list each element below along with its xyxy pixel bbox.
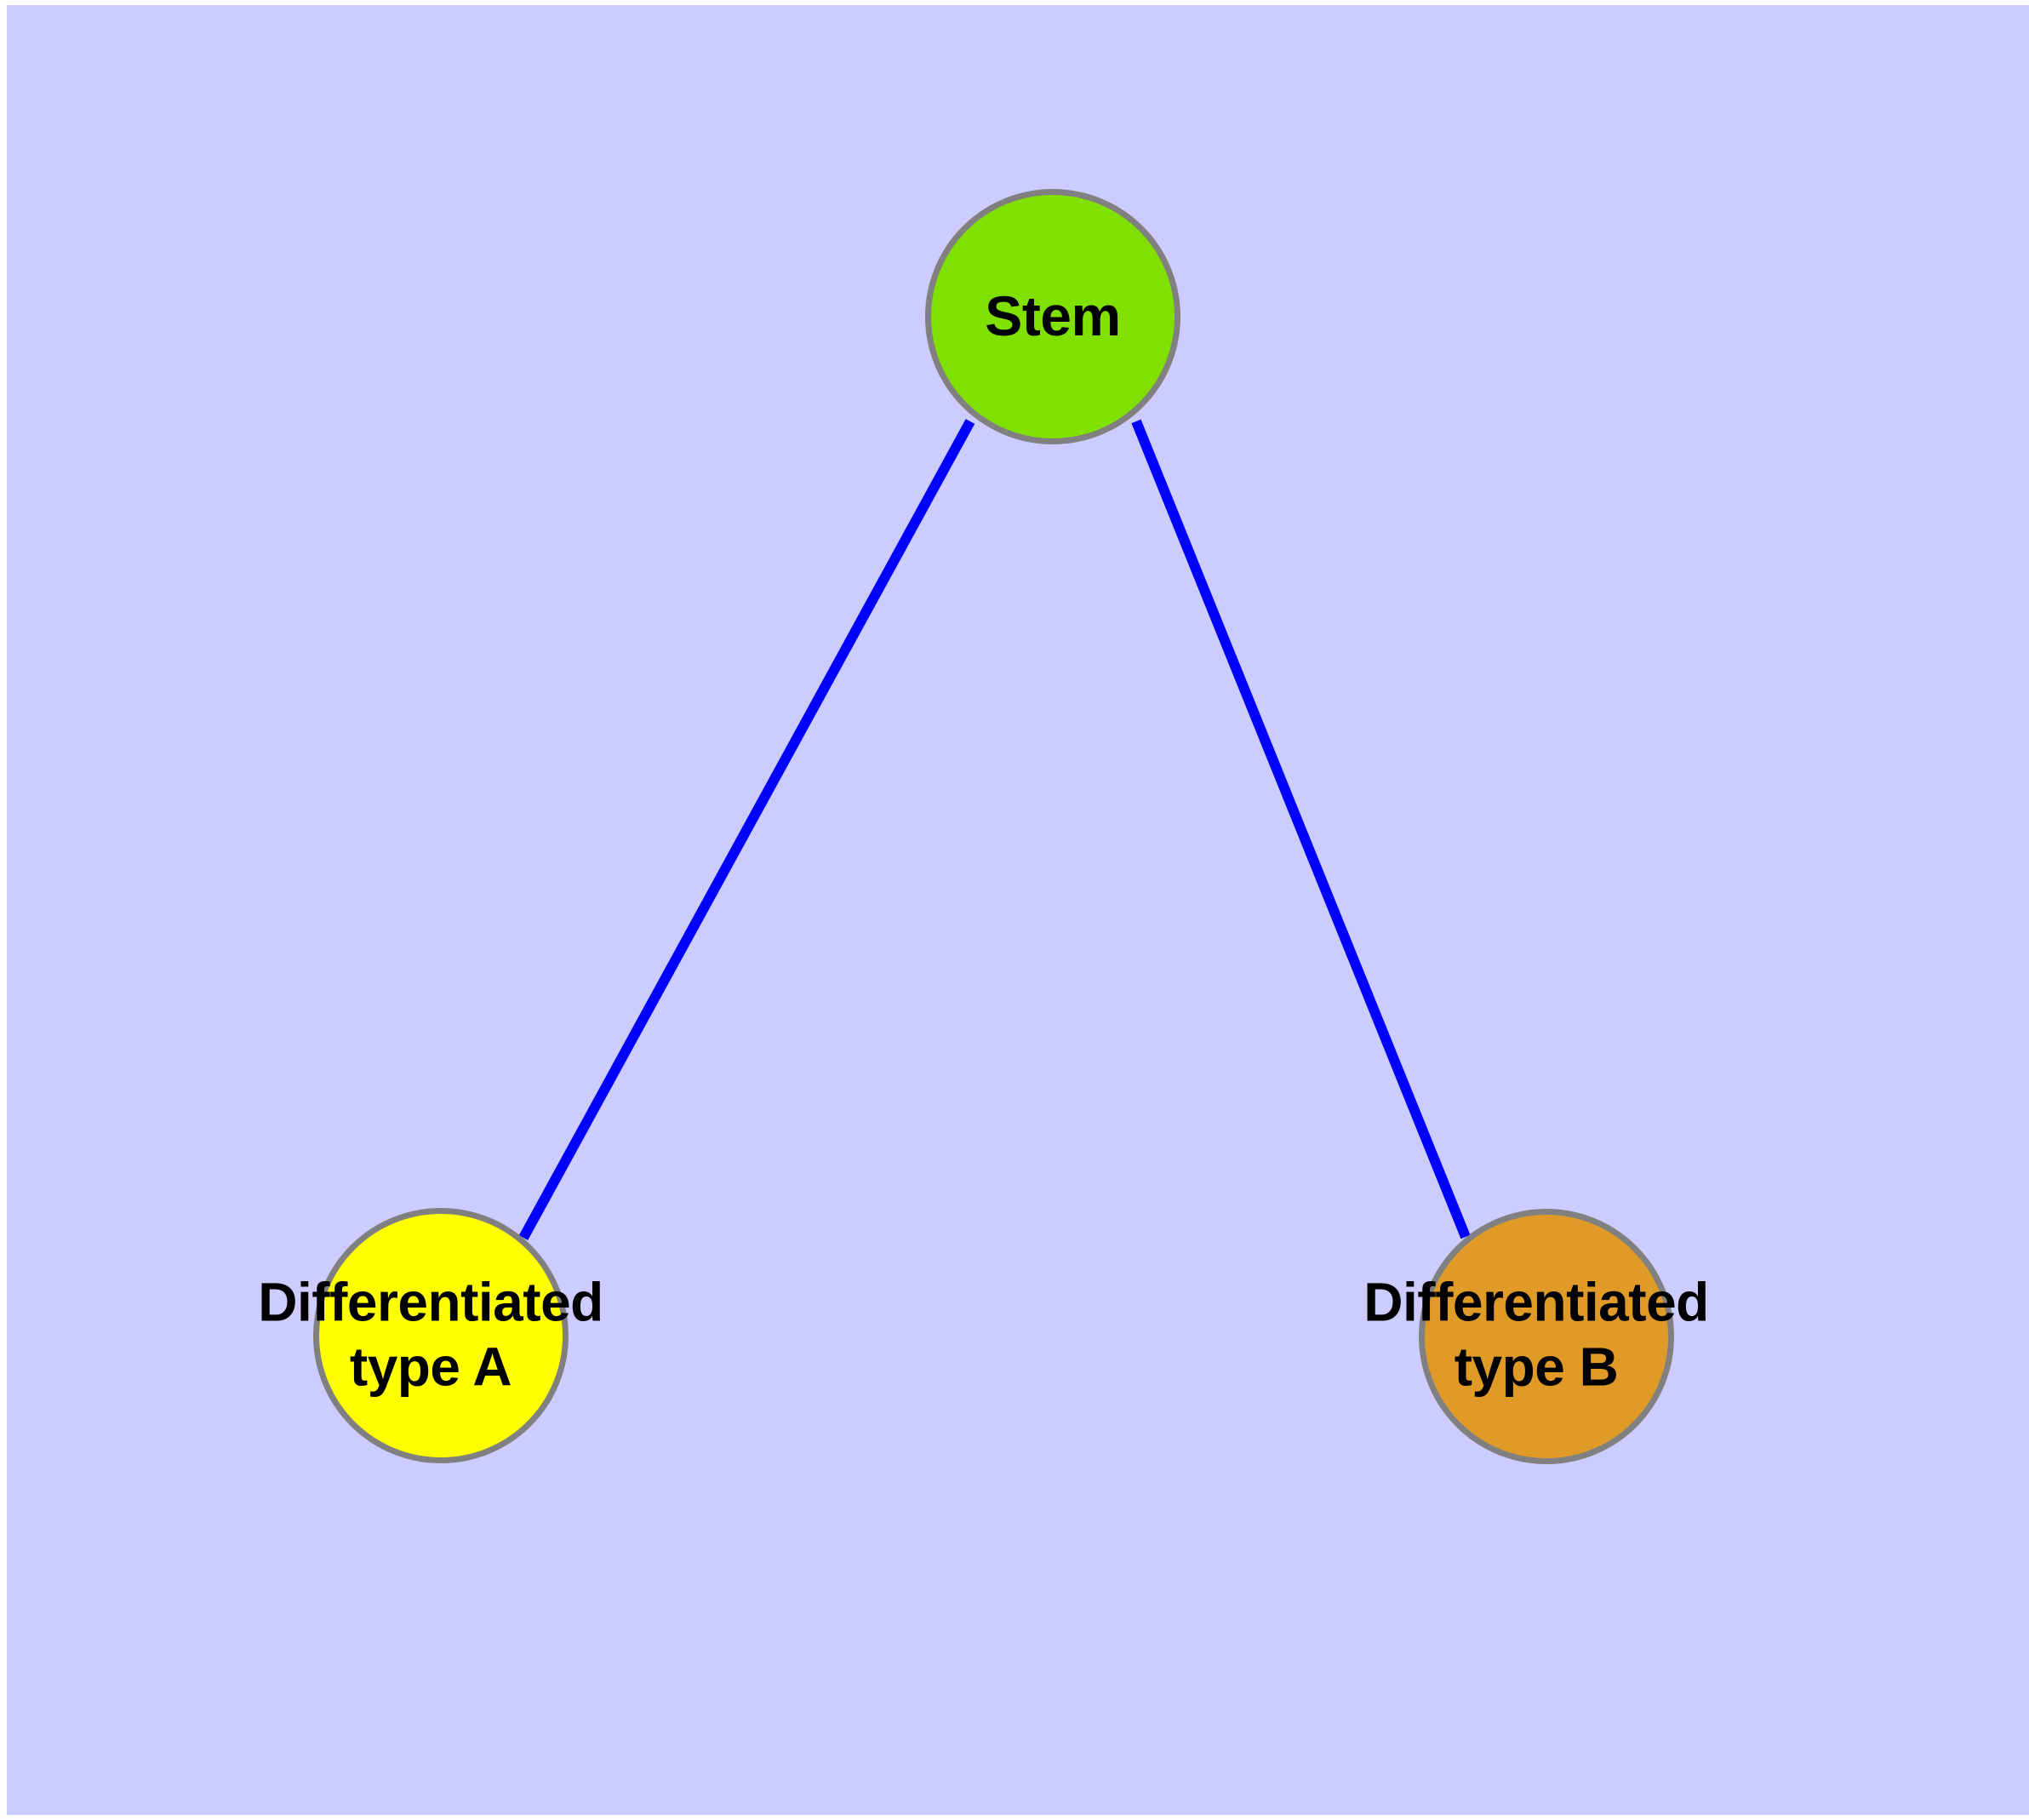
node-differentiated-type-a[interactable] — [313, 1208, 569, 1463]
node-differentiated-type-b[interactable] — [1419, 1209, 1674, 1464]
node-stem[interactable] — [925, 189, 1180, 444]
edge-stem-to-differentiated-type-a — [518, 419, 975, 1240]
graph-plot-area: Stem Differentiated type A Differentiate… — [7, 5, 2029, 1815]
edge-stem-to-differentiated-type-b — [1131, 419, 1471, 1239]
